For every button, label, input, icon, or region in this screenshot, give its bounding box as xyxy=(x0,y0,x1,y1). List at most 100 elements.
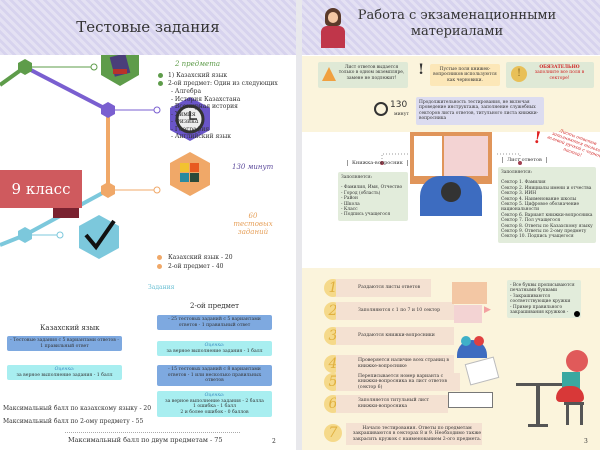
warning-icon xyxy=(322,67,336,81)
split-second: 2-ой предмет - 40 xyxy=(168,263,224,270)
fill-item: Сектор 10. Подпись учащегося xyxy=(501,234,574,240)
fill-item: Сектор 7. Пол учащегося xyxy=(501,218,561,224)
fill-item: Сектор 8. Ответы по Казахскому языку xyxy=(501,223,593,229)
score-title: Оценка: xyxy=(204,343,225,348)
kaz-info-box: - Тестовые задания с 5 вариантами ответо… xyxy=(7,336,122,352)
fill-item: Сектор 5. Цифровое обозначение националь… xyxy=(501,202,580,213)
score-title: Оценка: xyxy=(54,367,75,372)
fill-title: Заполняется: xyxy=(341,175,373,180)
fill-item: - Город (область) xyxy=(341,190,381,196)
right-page: Работа с экзаменационными материалами Ли… xyxy=(302,0,600,450)
page-title: Работа с экзаменационными материалами xyxy=(357,8,557,39)
split-kaz: Казахский язык - 20 xyxy=(168,254,233,261)
second-info-box-1: - 25 тестовых заданий с 5 вариантами отв… xyxy=(157,315,272,331)
step-number: 7 xyxy=(324,424,342,442)
second-heading: 2-ой предмет xyxy=(190,302,239,310)
exclamation-circle-icon: ! xyxy=(511,66,527,82)
step-text: Заполняются с 1 по 7 и 10 сектор xyxy=(336,302,454,320)
booklet-fill-note: Заполняется: - Фамилия, Имя, Отчество - … xyxy=(338,172,408,221)
step-text: Переписывается номер варианта с книжки-в… xyxy=(336,373,460,391)
books-icon xyxy=(101,55,139,86)
student-writing-illustration xyxy=(514,350,594,450)
fill-item: - Район xyxy=(341,196,358,202)
subject-options: - Алгебра - История Казахстана - Всемирн… xyxy=(171,88,240,141)
note-text: заполните все поля в секторе! xyxy=(534,70,585,81)
step-text: Заполняется титульный лист книжки-вопрос… xyxy=(336,395,448,413)
max-second: Максимальный балл по 2-ому предмету - 55 xyxy=(3,418,144,425)
tests-count: 60 тестовых заданий xyxy=(233,212,273,236)
score-text: за верное выполнение задания - 2 балла xyxy=(165,398,264,404)
duration: 130 минут xyxy=(232,163,274,171)
time-value: 130 xyxy=(390,100,408,110)
clock-icon xyxy=(374,102,388,116)
score-title: Оценка: xyxy=(204,393,225,398)
rules-note: - Все буквы прописываются печатными букв… xyxy=(507,280,581,319)
fill-item: Сектор 4. Наименование школы xyxy=(501,196,577,202)
fill-item: - Подпись учащегося xyxy=(341,212,391,218)
answer-sheet-label: Лист ответов xyxy=(502,157,547,163)
network-diagram xyxy=(0,55,210,259)
note-text: Лист ответов выдается только в одном экз… xyxy=(338,65,405,81)
left-page: Тестовые задания 9 класс 2 предмета 1) К… xyxy=(0,0,296,450)
step-text: Раздаются книжки-вопросники xyxy=(336,327,454,345)
fill-illustration xyxy=(454,305,482,323)
note-single-copy: Лист ответов выдается только в одном экз… xyxy=(318,62,408,88)
sheet-illustration xyxy=(452,282,487,304)
filled-circle-example-icon xyxy=(574,311,580,317)
max-kaz: Максимальный балл по казахскому языку - … xyxy=(3,405,152,412)
note-mandatory: ! ОБЯЗАТЕЛЬНО заполните все поля в секто… xyxy=(506,62,594,88)
step-text: Проверяется наличие всех страниц в книжк… xyxy=(336,355,454,373)
tasks-label: Задания xyxy=(148,284,175,291)
desk-illustration xyxy=(410,132,492,184)
option: - География xyxy=(171,125,210,133)
option: - Английский язык xyxy=(171,133,232,140)
page-title: Тестовые задания xyxy=(76,18,220,36)
divider xyxy=(65,432,240,433)
fill-item: - Фамилия, Имя, Отчество xyxy=(341,185,403,191)
exclamation-icon: ! xyxy=(418,62,425,78)
teacher-icon xyxy=(318,6,348,50)
second-info-box-2: - 15 тестовых заданий с 8 вариантами отв… xyxy=(157,365,272,386)
kaz-heading: Казахский язык xyxy=(40,324,100,332)
page-gap xyxy=(296,0,302,450)
score-text: 2 и более ошибок - 0 баллов xyxy=(180,409,249,415)
option: - Физика xyxy=(171,118,199,125)
page-number: 3 xyxy=(584,438,588,445)
score-text: за верное выполнение задания - 1 балл xyxy=(16,372,113,378)
header: Тестовые задания xyxy=(0,0,296,55)
fill-item: Сектор 1. Фамилия xyxy=(501,180,546,186)
fill-item: Сектор 3. ИИН xyxy=(501,191,537,197)
cross-icon xyxy=(474,336,484,346)
option: - Всемирная история xyxy=(171,103,238,110)
score-text: за верное выполнение задания - 1 балл xyxy=(166,348,263,354)
grade-ribbon: 9 класс xyxy=(0,170,82,208)
bullet xyxy=(157,255,162,260)
subjects-heading: 2 предмета xyxy=(175,60,221,68)
check-icon xyxy=(461,336,471,346)
subject-1: 1) Казахский язык xyxy=(168,72,228,79)
student-figure xyxy=(420,176,482,216)
grade-label: 9 класс xyxy=(11,180,71,198)
fill-item: Сектор 2. Инициалы имени и отчества xyxy=(501,185,592,191)
step-text: Начало тестирования. Ответы по предметам… xyxy=(346,423,482,445)
second-score-box-1: Оценка: за верное выполнение задания - 1… xyxy=(157,341,272,357)
header: Работа с экзаменационными материалами xyxy=(302,0,600,55)
subject-2: 2-ой предмет: Один из следующих xyxy=(168,80,278,87)
connector-lines xyxy=(380,153,522,166)
note-title: ОБЯЗАТЕЛЬНО xyxy=(539,65,580,70)
ribbon-fold xyxy=(53,208,79,218)
fill-title: Заполняется: xyxy=(501,170,533,175)
fill-item: Сектор 6. Вариант книжки-вопросника xyxy=(501,212,593,218)
booklet-label: Книжка-вопросник xyxy=(347,160,408,166)
puzzle-icon xyxy=(170,152,210,196)
page-number: 2 xyxy=(272,438,276,445)
fill-item: - Класс xyxy=(341,207,358,213)
option: - История Казахстана xyxy=(171,95,241,103)
rule-item: - Пример правильного закрашивания кружко… xyxy=(510,304,569,316)
score-text: 1 ошибка - 1 балл xyxy=(192,404,237,410)
clock-icon xyxy=(170,97,210,141)
bullet xyxy=(158,73,163,78)
bullet xyxy=(158,81,163,86)
note-drafts: Пустые поля книжек-вопросников использую… xyxy=(430,64,500,87)
option: - Химия xyxy=(171,110,196,118)
